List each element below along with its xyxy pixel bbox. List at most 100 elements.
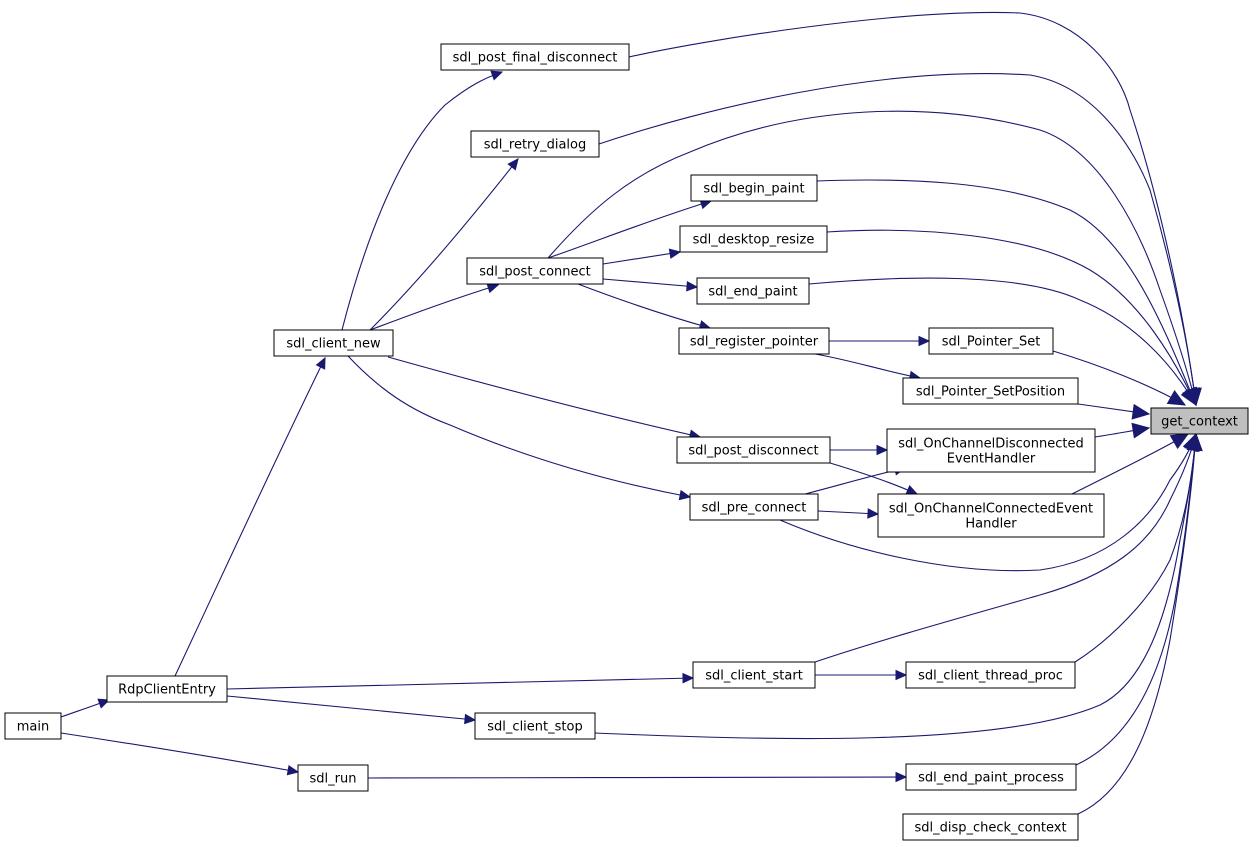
- edge-sdl_post_connect-to-sdl_end_paint: [602, 278, 699, 292]
- edge-sdl_begin_paint-to-get_context: [816, 179, 1198, 407]
- edge-line: [826, 229, 1197, 406]
- edge-sdl_register_pointer-to-sdl_Pointer_SetPosition: [814, 353, 922, 382]
- arrowhead: [682, 672, 695, 684]
- node-sdl_retry_dialog[interactable]: sdl_retry_dialog: [470, 130, 600, 158]
- arrowhead: [678, 489, 692, 501]
- node-box: [676, 436, 831, 464]
- edge-line: [816, 179, 1197, 406]
- node-label: sdl_client_stop: [487, 720, 582, 735]
- edge-line: [226, 695, 476, 721]
- edge-RdpClientEntry-to-sdl_client_start: [226, 672, 695, 690]
- edge-main-to-RdpClientEntry: [60, 698, 111, 718]
- arrowhead: [464, 713, 477, 725]
- edge-main-to-sdl_run: [60, 732, 300, 776]
- arrowhead: [686, 280, 699, 292]
- edge-line: [808, 277, 1197, 406]
- node-sdl_post_disconnect[interactable]: sdl_post_disconnect: [676, 436, 831, 464]
- node-sdl_register_pointer[interactable]: sdl_register_pointer: [678, 327, 830, 355]
- node-label: sdl_OnChannelDisconnected: [898, 437, 1083, 452]
- edge-RdpClientEntry-to-sdl_client_new: [174, 356, 326, 677]
- node-label: Handler: [965, 517, 1017, 532]
- arrowhead: [1166, 389, 1187, 406]
- edge-sdl_client_start-to-sdl_client_thread_proc: [814, 669, 908, 681]
- node-box: [877, 493, 1105, 538]
- edge-sdl_end_paint-to-get_context: [808, 277, 1197, 407]
- node-box: [4, 712, 62, 740]
- arrowhead: [1186, 432, 1203, 452]
- node-sdl_client_start[interactable]: sdl_client_start: [692, 661, 816, 689]
- edge-line: [598, 73, 1197, 406]
- edge-sdl_Pointer_Set-to-get_context: [1052, 350, 1187, 406]
- arrowhead: [1131, 422, 1151, 439]
- node-label: sdl_post_final_disconnect: [453, 51, 618, 66]
- node-sdl_disp_check_context[interactable]: sdl_disp_check_context: [902, 813, 1079, 841]
- edge-sdl_post_connect-to-sdl_register_pointer: [577, 283, 712, 331]
- edge-line: [547, 200, 712, 259]
- node-label: RdpClientEntry: [118, 683, 216, 698]
- edge-line: [628, 11, 1197, 406]
- arrowhead: [315, 356, 326, 370]
- node-sdl_begin_paint[interactable]: sdl_begin_paint: [690, 174, 818, 202]
- node-sdl_end_paint[interactable]: sdl_end_paint: [696, 277, 810, 305]
- node-sdl_pre_connect[interactable]: sdl_pre_connect: [689, 493, 819, 521]
- edge-sdl_client_new-to-sdl_post_connect: [369, 283, 500, 331]
- node-get_context[interactable]: get_context: [1150, 407, 1249, 435]
- node-box: [440, 43, 630, 71]
- node-sdl_post_connect[interactable]: sdl_post_connect: [466, 257, 604, 285]
- node-label: sdl_client_start: [705, 669, 803, 684]
- edge-sdl_post_disconnect-to-sdl_OnChannelConnectedEventHandler: [829, 462, 919, 495]
- edge-sdl_client_new-to-sdl_retry_dialog: [369, 158, 519, 331]
- arrowhead: [867, 508, 880, 519]
- node-label: sdl_begin_paint: [703, 182, 804, 197]
- arrowhead: [895, 669, 908, 681]
- node-sdl_run[interactable]: sdl_run: [297, 764, 369, 792]
- edge-sdl_post_connect-to-sdl_begin_paint: [547, 199, 713, 259]
- node-sdl_client_stop[interactable]: sdl_client_stop: [474, 712, 596, 740]
- edge-line: [60, 732, 299, 773]
- node-sdl_Pointer_SetPosition[interactable]: sdl_Pointer_SetPosition: [902, 377, 1079, 405]
- node-layer: get_context sdl_post_final_disconnect sdl_…: [4, 43, 1249, 841]
- arrowhead: [905, 484, 919, 495]
- arrowhead: [286, 764, 300, 776]
- edge-sdl_post_connect-to-sdl_desktop_resize: [602, 248, 682, 265]
- edge-line: [602, 278, 698, 288]
- edge-sdl_post_connect-to-get_context: [547, 110, 1200, 407]
- node-sdl_client_thread_proc[interactable]: sdl_client_thread_proc: [905, 661, 1076, 689]
- node-box: [679, 225, 828, 253]
- node-sdl_Pointer_Set[interactable]: sdl_Pointer_Set: [928, 327, 1054, 355]
- node-sdl_desktop_resize[interactable]: sdl_desktop_resize: [679, 225, 828, 253]
- node-main[interactable]: main: [4, 712, 62, 740]
- node-label: sdl_end_paint: [708, 285, 797, 300]
- node-box: [470, 130, 600, 158]
- arrowhead: [486, 283, 500, 294]
- edge-sdl_client_new-to-sdl_post_final_disconnect: [341, 70, 504, 331]
- edge-line: [369, 158, 519, 331]
- node-box: [902, 377, 1079, 405]
- edge-sdl_OnChannelConnectedEventHandler-to-get_context: [1071, 433, 1190, 495]
- arrowhead: [895, 771, 908, 783]
- node-sdl_post_final_disconnect[interactable]: sdl_post_final_disconnect: [440, 43, 630, 71]
- node-label: sdl_client_new: [286, 337, 381, 352]
- node-box: [905, 763, 1077, 791]
- edge-sdl_disp_check_context-to-get_context: [1077, 432, 1203, 815]
- arrowhead: [876, 444, 889, 456]
- node-label: sdl_end_paint_process: [918, 771, 1064, 786]
- node-label: sdl_post_disconnect: [688, 444, 818, 459]
- edge-line: [814, 433, 1197, 663]
- edge-sdl_post_disconnect-to-sdl_OnChannelDisconnectedEventHandler: [829, 444, 889, 456]
- node-box: [273, 329, 394, 357]
- edge-sdl_register_pointer-to-sdl_Pointer_Set: [828, 335, 931, 347]
- arrowhead: [97, 698, 111, 709]
- edge-line: [779, 433, 1197, 572]
- arrowhead: [490, 70, 504, 81]
- node-sdl_client_new[interactable]: sdl_client_new: [273, 329, 394, 357]
- edge-line: [602, 251, 681, 265]
- node-sdl_end_paint_process[interactable]: sdl_end_paint_process: [905, 763, 1077, 791]
- node-label: sdl_register_pointer: [690, 335, 819, 350]
- edge-line: [341, 71, 503, 331]
- node-label: sdl_desktop_resize: [693, 233, 815, 248]
- node-RdpClientEntry[interactable]: RdpClientEntry: [106, 675, 228, 703]
